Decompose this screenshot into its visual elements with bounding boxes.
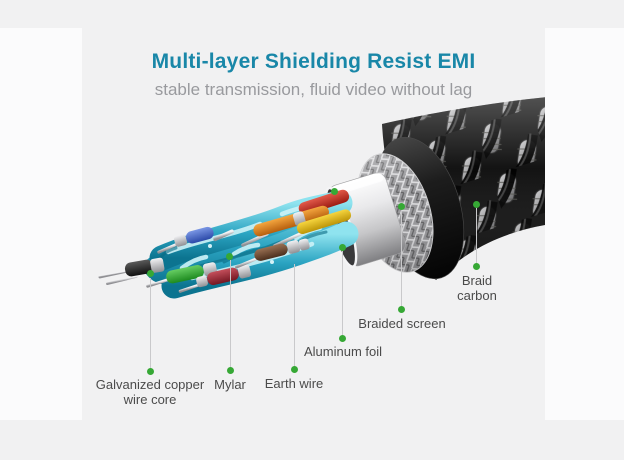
- leader-line: [476, 208, 477, 265]
- yellow-wire: [273, 209, 352, 248]
- wires-layer: [98, 189, 352, 293]
- product-image-area: Multi-layer Shielding Resist EMI stable …: [82, 28, 545, 420]
- marker-dot: [397, 202, 405, 210]
- leader-line: [294, 264, 295, 368]
- annotation-label: Braided screen: [358, 316, 446, 331]
- brown-wire: [235, 238, 310, 269]
- annotation-label: Galvanized copper wire core: [95, 377, 205, 408]
- leader-line: [150, 278, 151, 370]
- marker-dot: [338, 243, 346, 251]
- black-wire: [98, 257, 165, 286]
- leader-line: [342, 251, 343, 337]
- label-dot: [226, 366, 234, 374]
- annotation-label: Mylar: [214, 377, 246, 392]
- leader-line: [230, 260, 231, 369]
- label-dot: [472, 262, 480, 270]
- marker-dot: [225, 252, 233, 260]
- annotation-label: Aluminum foil: [303, 344, 383, 359]
- left-white-margin: [0, 28, 82, 420]
- right-white-margin: [545, 28, 624, 420]
- label-dot: [397, 305, 405, 313]
- foil-edge-dot: [330, 187, 338, 195]
- label-dot: [146, 367, 154, 375]
- annotation-label: Braid carbon: [457, 273, 497, 304]
- label-dot: [338, 334, 346, 342]
- image-subtitle: stable transmission, fluid video without…: [154, 80, 473, 99]
- annotation-label: Earth wire: [264, 376, 324, 391]
- marker-dot: [146, 269, 154, 277]
- image-title: Multi-layer Shielding Resist EMI: [151, 50, 476, 73]
- blue-wire: [157, 226, 234, 254]
- cable-cutaway-illustration: [98, 97, 545, 299]
- leader-line: [401, 210, 402, 308]
- label-dot: [290, 365, 298, 373]
- marker-dot: [472, 200, 480, 208]
